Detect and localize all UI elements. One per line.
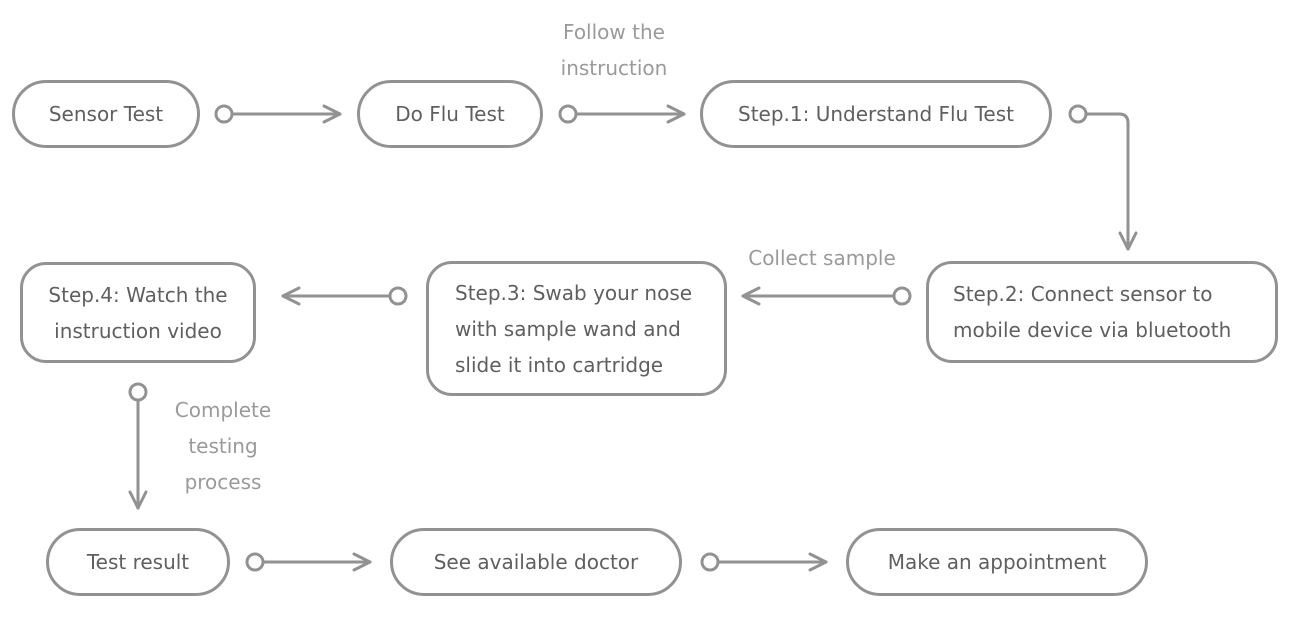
node-step1: Step.1: Understand Flu Test [700,80,1052,148]
node-see-doctor: See available doctor [390,528,682,596]
edge-label-complete-line-2: testing [188,434,258,458]
edge-label-follow-line-2: instruction [560,56,668,80]
arrow-result-to-doctor [245,552,372,572]
node-step3: Step.3: Swab your nose with sample wand … [426,261,727,396]
node-test-result: Test result [46,528,230,596]
node-step3-line-2: with sample wand and [455,316,681,341]
node-test-result-label: Test result [86,550,190,574]
node-step4-line-1: Step.4: Watch the [48,282,228,307]
arrow-sensor-to-flu [214,104,342,124]
node-see-doctor-label: See available doctor [433,550,639,574]
node-step2: Step.2: Connect sensor to mobile device … [926,261,1278,363]
node-step1-label: Step.1: Understand Flu Test [738,102,1014,126]
edge-label-complete-testing: Complete testing process [150,392,296,500]
node-step4-line-2: instruction video [54,318,222,343]
node-sensor-test-label: Sensor Test [48,102,164,126]
arrow-step3-to-step4 [281,286,408,306]
edge-label-follow-line-1: Follow the [563,20,665,44]
edge-label-follow-instruction: Follow the instruction [534,14,694,86]
node-step2-line-1: Step.2: Connect sensor to [953,282,1213,306]
node-step4: Step.4: Watch the instruction video [20,262,256,363]
edge-label-collect-sample: Collect sample [722,240,922,276]
edge-label-complete-line-1: Complete [174,398,272,422]
arrow-step4-to-result [128,382,148,510]
arrow-step2-to-step3 [741,286,912,306]
arrow-step1-to-step2 [1068,104,1138,251]
arrow-doctor-to-appointment [700,552,828,572]
node-do-flu-test: Do Flu Test [357,80,543,148]
node-do-flu-test-label: Do Flu Test [395,102,505,126]
node-step3-line-3: slide it into cartridge [455,352,664,377]
edge-label-complete-line-3: process [184,470,262,494]
node-appointment-label: Make an appointment [887,550,1107,574]
node-step2-line-2: mobile device via bluetooth [953,318,1232,342]
node-sensor-test: Sensor Test [12,80,200,148]
arrow-flu-to-step1 [558,104,686,124]
node-appointment: Make an appointment [846,528,1148,596]
edge-label-collect-text: Collect sample [748,246,896,270]
node-step3-line-1: Step.3: Swab your nose [455,280,693,305]
